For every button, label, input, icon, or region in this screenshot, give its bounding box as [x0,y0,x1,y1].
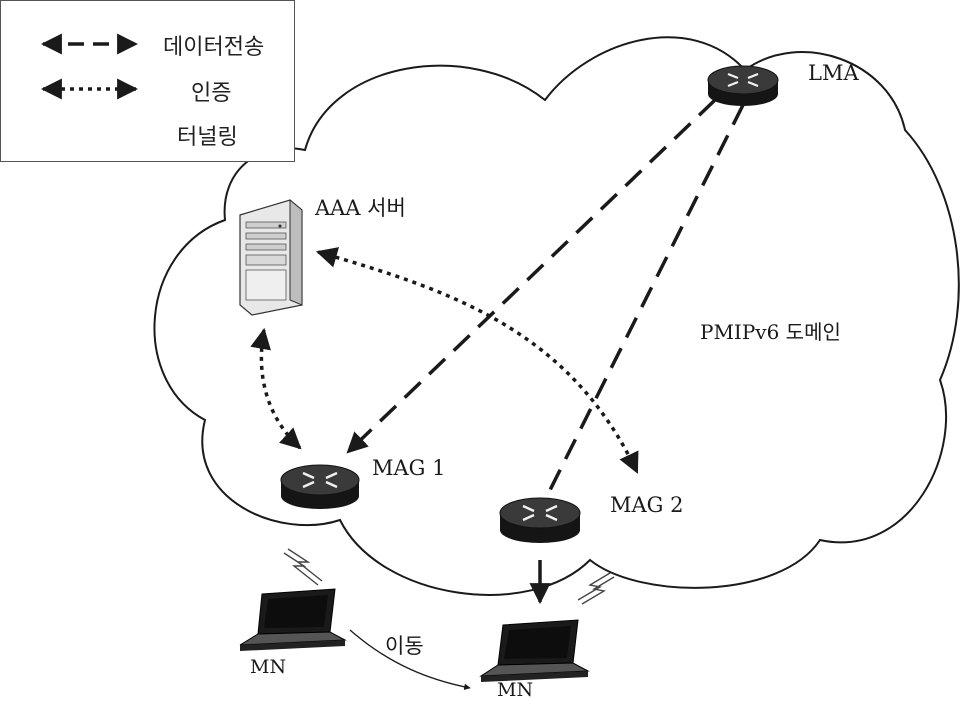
legend-symbols [40,33,139,100]
aaa-mag2-auth-link [315,247,639,474]
mag2-label: MAG 2 [610,493,684,517]
lma-label: LMA [808,61,859,85]
mag1-router-icon [280,464,360,509]
aaa-server-label: AAA 서버 [315,196,406,220]
wireless-signal-icon-mag1 [283,548,323,586]
mag1-label: MAG 1 [372,456,446,480]
movement-label: 이동 [385,634,424,658]
legend-tunneling-label: 터널링 [177,125,238,150]
legend-data-transfer-label: 데이터전송 [163,35,265,60]
mn-left-label: MN [250,656,287,678]
pmipv6-domain-label: PMIPv6 도메인 [700,320,841,344]
movement-arrow [349,629,471,691]
mn-left-laptop-icon [239,588,347,651]
legend: 데이터전송 인증 터널링 [0,0,295,162]
legend-authentication-label: 인증 [191,81,232,106]
mag2-router-icon [499,497,581,543]
mn-right-laptop-icon [479,619,590,682]
aaa-server-icon [239,198,303,316]
mn-right-label: MN [497,679,534,701]
wireless-signal-icon-mag2 [577,572,615,605]
lma-router-icon [707,65,779,106]
